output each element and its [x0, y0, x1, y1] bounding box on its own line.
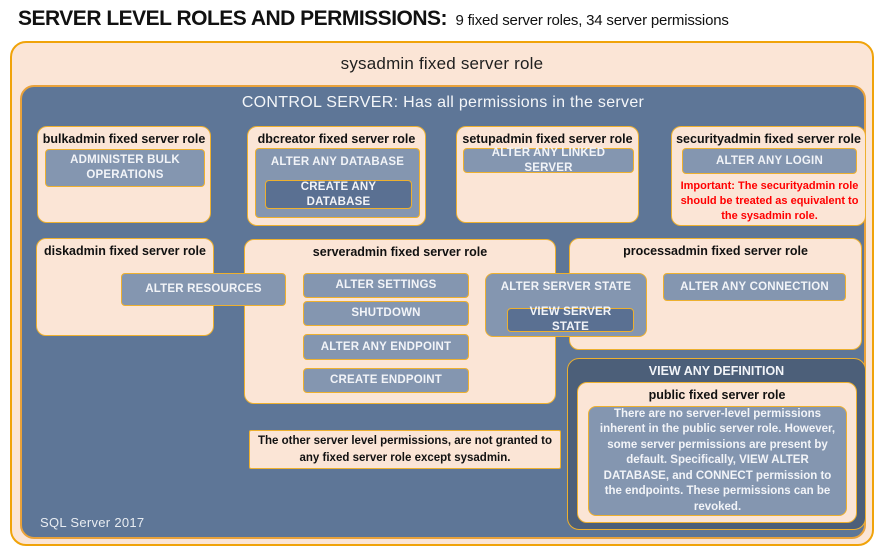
bulkadmin-role-box: bulkadmin fixed server role ADMINISTER B… [37, 126, 211, 223]
page-title-subtitle: 9 fixed server roles, 34 server permissi… [455, 12, 729, 29]
other-permissions-note: The other server level permissions, are … [249, 430, 561, 469]
shutdown-permission: SHUTDOWN [303, 301, 469, 326]
securityadmin-role-box: securityadmin fixed server role ALTER AN… [671, 126, 866, 226]
setupadmin-role-box: setupadmin fixed server role ALTER ANY L… [456, 126, 639, 223]
view-any-definition-box: VIEW ANY DEFINITION public fixed server … [567, 358, 866, 530]
sql-server-version-label: SQL Server 2017 [40, 515, 145, 530]
dbcreator-role-box: dbcreator fixed server role ALTER ANY DA… [247, 126, 426, 226]
control-server-label: CONTROL SERVER: Has all permissions in t… [241, 94, 645, 111]
public-role-box: public fixed server role There are no se… [577, 382, 857, 523]
view-server-state-permission: VIEW SERVER STATE [507, 306, 634, 333]
view-any-definition-label: VIEW ANY DEFINITION [648, 364, 785, 378]
page-title: SERVER LEVEL ROLES AND PERMISSIONS: 9 fi… [18, 7, 729, 31]
public-role-note: There are no server-level permissions in… [588, 406, 847, 516]
administer-bulk-operations-permission: ADMINISTER BULK OPERATIONS [45, 149, 205, 187]
alter-settings-permission: ALTER SETTINGS [303, 273, 469, 298]
sysadmin-role-label: sysadmin fixed server role [340, 54, 544, 73]
create-endpoint-permission: CREATE ENDPOINT [303, 368, 469, 393]
control-server-box: CONTROL SERVER: Has all permissions in t… [20, 85, 866, 539]
create-any-database-permission: CREATE ANY DATABASE [265, 180, 412, 209]
alter-any-linked-server-permission: ALTER ANY LINKED SERVER [463, 147, 634, 174]
processadmin-role-title: processadmin fixed server role [623, 244, 808, 258]
serveradmin-role-title: serveradmin fixed server role [312, 245, 488, 259]
sysadmin-role-box: sysadmin fixed server role CONTROL SERVE… [10, 41, 874, 546]
page-title-main: SERVER LEVEL ROLES AND PERMISSIONS: [18, 7, 448, 30]
alter-any-database-permission: ALTER ANY DATABASE CREATE ANY DATABASE [255, 148, 420, 218]
alter-any-database-label: ALTER ANY DATABASE [270, 156, 405, 168]
alter-any-endpoint-permission: ALTER ANY ENDPOINT [303, 334, 469, 360]
public-role-title: public fixed server role [648, 388, 786, 402]
alter-any-login-permission: ALTER ANY LOGIN [682, 148, 857, 174]
dbcreator-role-title: dbcreator fixed server role [257, 132, 416, 146]
alter-server-state-permission: ALTER SERVER STATE VIEW SERVER STATE [485, 273, 647, 337]
diskadmin-role-title: diskadmin fixed server role [44, 244, 206, 258]
setupadmin-role-title: setupadmin fixed server role [462, 132, 633, 146]
securityadmin-role-title: securityadmin fixed server role [676, 132, 861, 146]
alter-server-state-label: ALTER SERVER STATE [500, 281, 632, 293]
bulkadmin-role-title: bulkadmin fixed server role [42, 132, 206, 146]
securityadmin-warning-text: Important: The securityadmin role should… [680, 180, 859, 222]
alter-resources-permission: ALTER RESOURCES [121, 273, 286, 306]
alter-any-connection-permission: ALTER ANY CONNECTION [663, 273, 846, 301]
